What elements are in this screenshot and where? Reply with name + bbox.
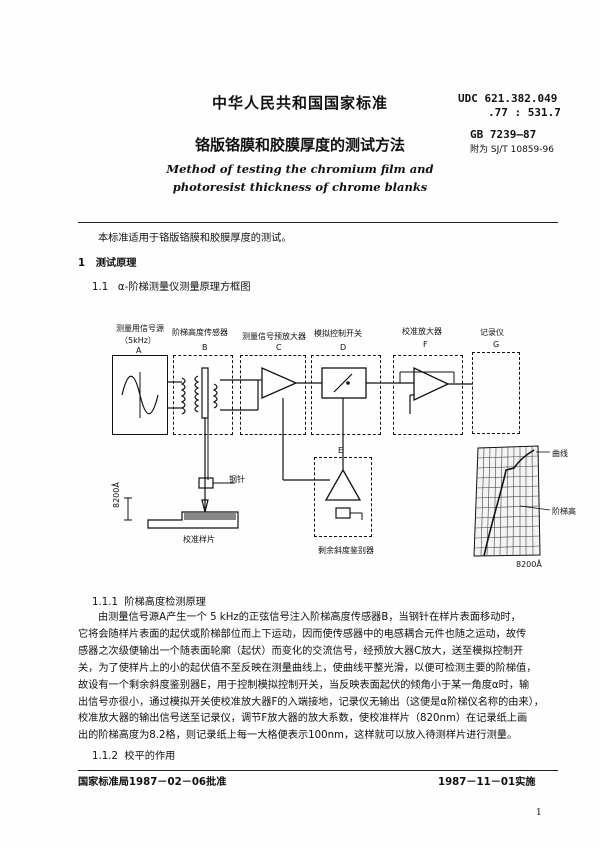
body-line-1: 由测量信号源A产生一个 5 kHz的正弦信号注入阶梯高度传感器B，当钢针在样片表… xyxy=(98,612,521,623)
title-en-line-2: photoresist thickness of chrome blanks xyxy=(172,180,428,194)
section-1-1-2-number: 1.1.2 xyxy=(92,751,118,762)
box-b-step-sensor xyxy=(173,355,233,435)
section-1-1-title: α-阶梯测量仪测量原理方框图 xyxy=(117,282,251,293)
intro-text: 本标准适用于铬版铬膜和胶膜厚度的测试。 xyxy=(98,233,292,244)
label-curve: 曲线 xyxy=(552,449,568,458)
section-1-1-1-number: 1.1.1 xyxy=(92,597,118,608)
section-1-heading: 1 测试原理 xyxy=(78,255,136,272)
label-analog-switch: 模拟控制开关 xyxy=(314,329,362,338)
switch-arm-icon xyxy=(333,373,353,393)
label-slope-discriminator: 剩余斜度鉴别器 xyxy=(318,546,374,555)
label-preamp: 测量信号预放大器 xyxy=(242,332,306,341)
body-line-4: 关，为了使样片上的小的起伏值不至反映在测量曲线上，使曲线平整光滑，以便可检测主要… xyxy=(78,662,537,674)
label-signal-source: 测量用信号源 xyxy=(116,324,164,333)
footer-rule xyxy=(78,770,558,771)
letter-e: E xyxy=(338,446,344,455)
box-d-analog-switch xyxy=(311,355,381,435)
title-cn: 铬版铬膜和胶膜厚度的测试方法 xyxy=(194,136,405,154)
secondary-coil-icon xyxy=(194,375,200,413)
body-line-8: 出的阶梯高度为8.2格，则记录纸上每一大格便表示100nm，这样就可以放入待测样… xyxy=(78,730,518,742)
title-en: Method of testing the chromium film and … xyxy=(0,160,600,196)
footer-effective: 1987－11－01实施 xyxy=(438,777,536,788)
letter-f: F xyxy=(423,340,428,349)
calibration-sample-icon xyxy=(147,511,239,529)
primary-coil-icon xyxy=(180,377,186,415)
section-1-1-1-heading: 1.1.1 阶梯高度检测原理 xyxy=(92,594,206,611)
section-1-1-number: 1.1 xyxy=(92,282,109,293)
label-step-sensor: 阶梯高度传感器 xyxy=(172,328,228,337)
box-a-signal-source xyxy=(112,355,168,435)
box-g-recorder xyxy=(472,352,520,434)
cal-amp-triangle-icon xyxy=(413,366,450,402)
recorder-trace-curve xyxy=(483,449,535,557)
label-signal-freq: （5kHz） xyxy=(120,336,156,345)
sensor-core xyxy=(201,367,209,419)
discriminator-triangle-icon xyxy=(324,468,362,501)
section-1-1-2-heading: 1.1.2 校平的作用 xyxy=(92,748,175,765)
section-1-1-2-title: 校平的作用 xyxy=(124,751,176,762)
section-1-1-heading: 1.1 α-阶梯测量仪测量原理方框图 xyxy=(92,279,251,296)
label-recorder: 记录仪 xyxy=(480,328,504,337)
letter-g: G xyxy=(493,340,500,349)
header-rule xyxy=(78,222,558,223)
section-1-title: 测试原理 xyxy=(95,258,137,269)
letter-a: A xyxy=(136,346,142,355)
box-f-cal-amp xyxy=(393,355,463,435)
letter-d: D xyxy=(340,343,347,352)
footer-approved: 国家标准局1987－02－06批准 xyxy=(78,777,227,788)
label-8200-right: 8200Å xyxy=(516,560,542,569)
label-cal-amp: 校准放大器 xyxy=(402,327,442,336)
standard-org: 中华人民共和国国家标准 xyxy=(211,94,388,112)
title-en-line-1: Method of testing the chromium film and xyxy=(166,162,434,176)
body-line-6: 出信号亦很小，通过模拟开关使校准放大器F的入端接地，记录仪无输出（这便是α阶梯仪… xyxy=(78,696,544,708)
body-paragraph: 由测量信号源A产生一个 5 kHz的正弦信号注入阶梯高度传感器B，当钢针在样片表… xyxy=(78,610,568,745)
recorder-chart-grid xyxy=(473,445,541,557)
preamp-triangle-icon xyxy=(261,367,298,399)
section-1-number: 1 xyxy=(78,258,86,269)
box-c-preamp xyxy=(240,355,306,435)
body-line-2: 它将会随样片表面的起伏或阶梯部位而上下运动，因而使传感器中的电感耦合元件也随之运… xyxy=(78,628,527,640)
udc-line-1: UDC 621.382.049 xyxy=(458,92,558,105)
gb-number: GB 7239—87 xyxy=(470,128,537,141)
secondary-coil-2-icon xyxy=(212,383,218,409)
discriminator-resistor xyxy=(335,507,351,519)
label-calibration-sample: 校准样片 xyxy=(183,535,215,544)
replaces-note: 附为 SJ/T 10859-96 xyxy=(470,145,554,155)
udc-line-2: .77 : 531.7 xyxy=(488,106,561,119)
needle-holder xyxy=(198,477,214,489)
label-needle: 钢针 xyxy=(229,475,245,484)
label-step-height: 阶梯高 xyxy=(552,507,576,516)
needle-tip xyxy=(201,499,209,513)
section-1-1-1-title: 阶梯高度检测原理 xyxy=(124,597,206,608)
analog-switch-box xyxy=(321,367,367,399)
label-8200-left: 8200Å xyxy=(112,482,121,508)
letter-c: C xyxy=(276,343,282,352)
body-line-3: 感器之次级便输出一个随表面轮廓（起伏）而变化的交流信号，经预放大器C放大，送至模… xyxy=(78,645,524,657)
letter-b: B xyxy=(202,343,208,352)
page-number: 1 xyxy=(536,808,542,818)
body-line-7: 校准放大器的输出信号送至记录仪，调节F放大器的放大系数，使校准样片（820nm）… xyxy=(78,713,528,725)
body-line-5: 故设有一个剩余斜度鉴别器E，用于控制模拟控制开关，当反映表面起伏的倾角小于某一角… xyxy=(78,679,530,691)
